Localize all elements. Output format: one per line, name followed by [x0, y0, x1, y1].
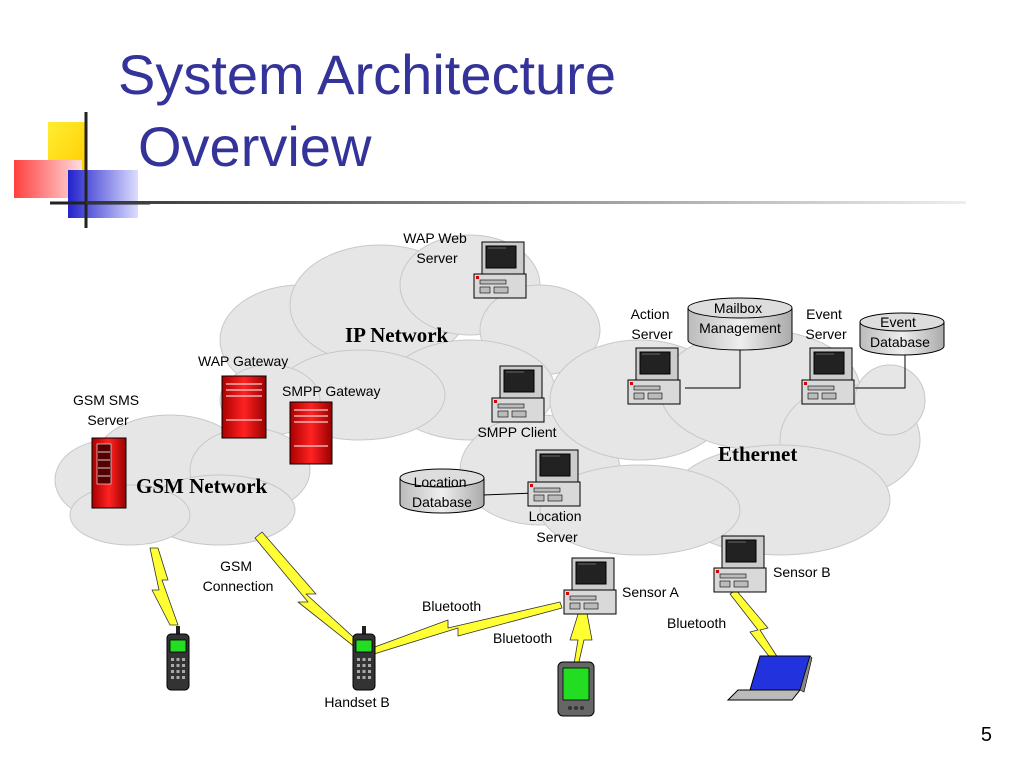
mailbox-management-label: Mailbox Management [699, 300, 781, 336]
wap-gateway-server-icon [221, 375, 267, 439]
sensor-b-pc-icon [713, 535, 767, 593]
bluetooth-handset-link-icon [371, 601, 563, 655]
sensor-b-label: Sensor B [773, 564, 831, 580]
sensor-a-label: Sensor A [622, 584, 679, 600]
bluetooth-laptop-link-icon [729, 589, 779, 661]
sensor-a-pc-icon [563, 557, 617, 615]
gsm-link-left-icon [149, 547, 179, 626]
decorative-squares [14, 112, 150, 228]
action-server-pc-icon [627, 347, 681, 405]
laptop-icon [726, 655, 813, 701]
mailbox-management-db-icon [687, 297, 793, 351]
page-number: 5 [980, 724, 992, 746]
wireless-links [149, 531, 779, 667]
action-server-label: Action Server [631, 306, 674, 342]
gsm-sms-server-icon [91, 437, 127, 509]
handset-b-icon [352, 625, 376, 691]
smpp-client-pc-icon [491, 365, 545, 423]
bluetooth-pda-label: Bluetooth [493, 630, 552, 646]
gsm-network-label: GSM Network [136, 474, 268, 498]
event-database-label: Event Database [870, 314, 930, 350]
location-server-label: Location Server [529, 508, 586, 545]
connector-lines [482, 333, 906, 496]
pda-icon [557, 661, 595, 717]
event-server-pc-icon [801, 347, 855, 405]
event-server-label: Event Server [805, 306, 847, 342]
handset-b-label: Handset B [324, 694, 389, 710]
wap-web-server-label: WAP Web Server [403, 230, 470, 266]
wap-web-server-pc-icon [473, 241, 527, 299]
slide-title-line-2: Overview [138, 115, 372, 178]
gsm-connection-label: GSM Connection [203, 558, 274, 594]
smpp-gateway-server-icon [289, 401, 333, 465]
location-server-pc-icon [527, 449, 581, 507]
bluetooth-laptop-label: Bluetooth [667, 615, 726, 631]
wap-gateway-label: WAP Gateway [198, 353, 288, 369]
event-database-db-icon [859, 312, 945, 356]
smpp-client-label: SMPP Client [477, 424, 556, 440]
gsm-network-cloud [54, 414, 311, 546]
location-database-label: Location Database [412, 474, 472, 510]
slide-title-line-1: System Architecture [118, 43, 616, 106]
ethernet-label: Ethernet [718, 442, 797, 466]
handset-a-icon [166, 625, 190, 691]
bluetooth-pda-link-icon [569, 607, 593, 667]
bluetooth-handset-label: Bluetooth [422, 598, 481, 614]
title-underline [86, 201, 966, 204]
smpp-gateway-label: SMPP Gateway [282, 383, 381, 399]
location-database-db-icon [399, 468, 485, 514]
ip-network-label: IP Network [345, 323, 449, 347]
gsm-sms-server-label: GSM SMS Server [73, 392, 143, 428]
